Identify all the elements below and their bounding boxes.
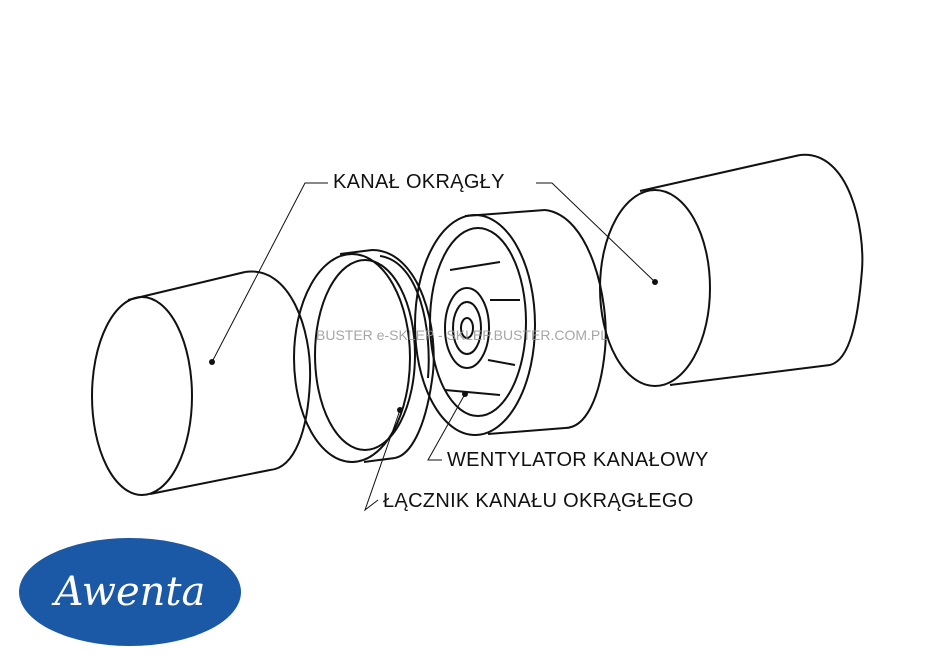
leader-dots bbox=[209, 279, 658, 413]
duct-connector bbox=[293, 249, 435, 463]
label-duct-fan: WENTYLATOR KANAŁOWY bbox=[447, 449, 709, 471]
leader-lines bbox=[211, 182, 656, 512]
right-round-duct bbox=[599, 153, 864, 387]
left-round-duct bbox=[91, 270, 312, 496]
logo-text: Awenta bbox=[54, 569, 206, 615]
duct-fan bbox=[414, 209, 607, 436]
logo-ellipse bbox=[19, 538, 241, 646]
awenta-logo: Awenta bbox=[18, 537, 242, 647]
label-duct-connector: ŁĄCZNIK KANAŁU OKRĄGŁEGO bbox=[383, 490, 694, 512]
label-round-duct: KANAŁ OKRĄGŁY bbox=[333, 171, 505, 193]
watermark: BUSTER e-SKLEP - SKLEP.BUSTER.COM.PL bbox=[316, 327, 609, 343]
